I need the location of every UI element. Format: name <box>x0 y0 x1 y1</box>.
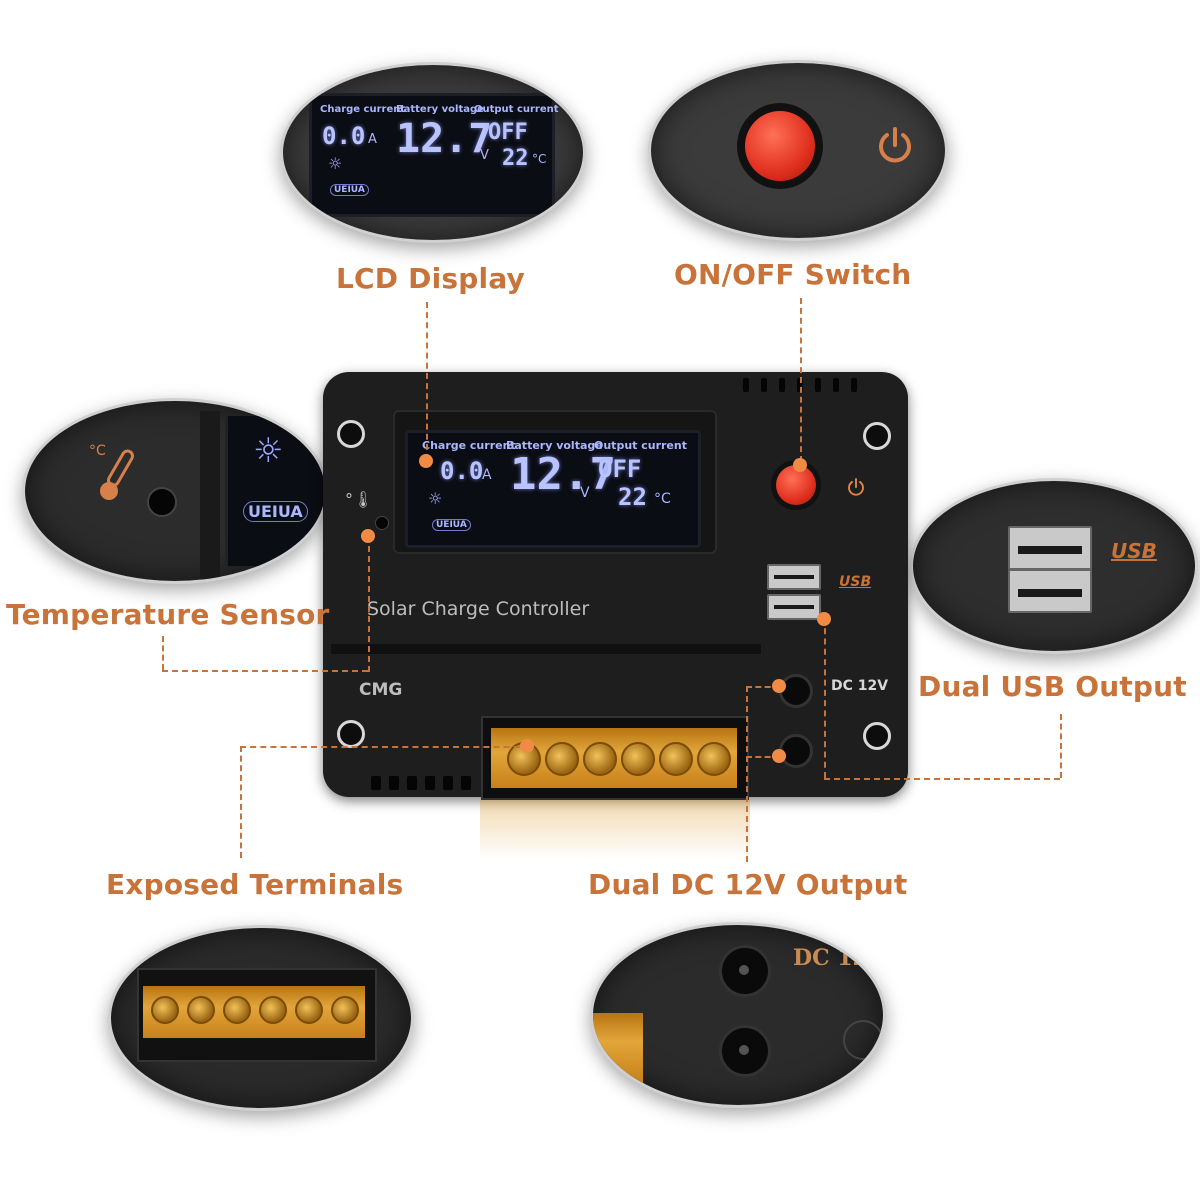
dc-zoom-jack-top <box>719 945 771 997</box>
dc-jack-top[interactable] <box>779 674 813 708</box>
dc-zoom-ellipse: DC 12 <box>590 922 886 1108</box>
main-lcd-temp-unit: °C <box>654 491 671 507</box>
lcd-zoom-battery-value: 12.7 <box>396 116 493 162</box>
callout-exposed-terminals: Exposed Terminals <box>106 868 404 901</box>
dc-label: DC 12V <box>831 678 889 694</box>
power-switch-button[interactable] <box>771 460 821 510</box>
model-text: Solar Charge Controller <box>367 598 590 620</box>
mount-hole-tr <box>863 422 891 450</box>
callout-lcd-display: LCD Display <box>336 262 526 295</box>
lcd-zoom-charge-label: Charge current <box>320 104 406 115</box>
lcd-zoom-charge-value: 0.0 <box>322 122 366 150</box>
thermometer-icon: °C <box>89 443 134 500</box>
main-lcd-battery-label: Battery voltage <box>506 439 603 452</box>
main-lcd-charge-unit: A <box>482 467 492 483</box>
charge-controller-body: Charge current Battery voltage Output cu… <box>323 372 908 800</box>
terminal-screw-5[interactable] <box>659 742 693 776</box>
sun-icon: ☼ <box>328 154 343 173</box>
brand-text: CMG <box>359 680 403 700</box>
usb-icon: USB <box>839 574 872 590</box>
lcd-zoom-temp-unit: °C <box>532 152 547 166</box>
lcd-zoom-ellipse: Charge current Battery voltage Output cu… <box>280 62 586 243</box>
lcd-zoom-output-state: OFF <box>488 120 528 145</box>
terminals-zoom-screw-6 <box>331 996 359 1024</box>
main-lcd-output-state: OFF <box>598 455 642 483</box>
usb-zoom-ellipse: USB <box>910 478 1198 654</box>
mount-hole-tl <box>337 420 365 448</box>
dc-zoom-jack-bottom <box>719 1025 771 1077</box>
callout-temperature-sensor: Temperature Sensor <box>6 598 330 631</box>
lcd-zoom-output-label: Output current <box>474 104 559 115</box>
terminals-zoom-screw-4 <box>259 996 287 1024</box>
terminals-zoom-screw-2 <box>187 996 215 1024</box>
main-lcd-battery-value: 12.7 <box>510 449 616 500</box>
terminals-zoom-screw-5 <box>295 996 323 1024</box>
thermometer-icon: °🌡 <box>345 490 374 509</box>
terminal-screw-6[interactable] <box>697 742 731 776</box>
lcd-zoom-brand: UEIUA <box>330 184 369 196</box>
switch-zoom-button <box>737 103 823 189</box>
callout-on-off-switch: ON/OFF Switch <box>674 258 912 291</box>
temp-sensor-hole <box>147 487 177 517</box>
callout-dual-usb-output: Dual USB Output <box>918 670 1187 703</box>
main-temp-sensor-hole <box>375 516 389 530</box>
terminals-zoom-strip <box>143 986 365 1038</box>
main-lcd-screen: Charge current Battery voltage Output cu… <box>405 430 701 548</box>
lcd-zoom-charge-unit: A <box>368 132 377 147</box>
terminals-zoom-screw-1 <box>151 996 179 1024</box>
terminals-zoom-screw-3 <box>223 996 251 1024</box>
lcd-zoom-battery-unit: V <box>480 148 489 163</box>
usb-zoom-port-top <box>1008 526 1092 570</box>
main-lcd-brand: UEIUA <box>432 519 471 531</box>
usb-port-bottom[interactable] <box>767 594 821 620</box>
main-lcd-charge-label: Charge current <box>422 439 516 452</box>
sun-icon: ☼ <box>428 489 443 508</box>
terminal-screw-3[interactable] <box>583 742 617 776</box>
mount-hole-bl <box>337 720 365 748</box>
temp-zoom-brand: UEIUA <box>243 501 308 522</box>
power-icon <box>879 127 911 163</box>
usb-icon: USB <box>1111 539 1157 563</box>
terminal-screw-4[interactable] <box>621 742 655 776</box>
main-lcd-charge-value: 0.0 <box>440 457 484 485</box>
callout-dual-dc-output: Dual DC 12V Output <box>588 868 908 901</box>
svg-text:°C: °C <box>89 443 106 459</box>
usb-zoom-port-bottom <box>1008 569 1092 613</box>
switch-zoom-ellipse <box>648 60 948 241</box>
temp-zoom-ellipse: ☼ UEIUA °C <box>22 398 328 584</box>
main-lcd-output-label: Output current <box>594 439 687 452</box>
lcd-zoom-battery-label: Battery voltage <box>396 104 484 115</box>
lcd-zoom-temp-value: 22 <box>502 146 529 171</box>
main-lcd-temp-value: 22 <box>618 483 647 511</box>
mount-hole-br <box>863 722 891 750</box>
power-icon <box>848 478 864 496</box>
terminal-screw-2[interactable] <box>545 742 579 776</box>
main-lcd-battery-unit: V <box>580 485 590 501</box>
usb-port-top[interactable] <box>767 564 821 590</box>
device-reflection <box>480 800 750 860</box>
sun-icon: ☼ <box>253 431 284 471</box>
lcd-zoom-screen: Charge current Battery voltage Output cu… <box>309 93 559 217</box>
terminals-zoom-ellipse <box>108 925 414 1111</box>
dc-zoom-label: DC 12 <box>793 945 868 971</box>
